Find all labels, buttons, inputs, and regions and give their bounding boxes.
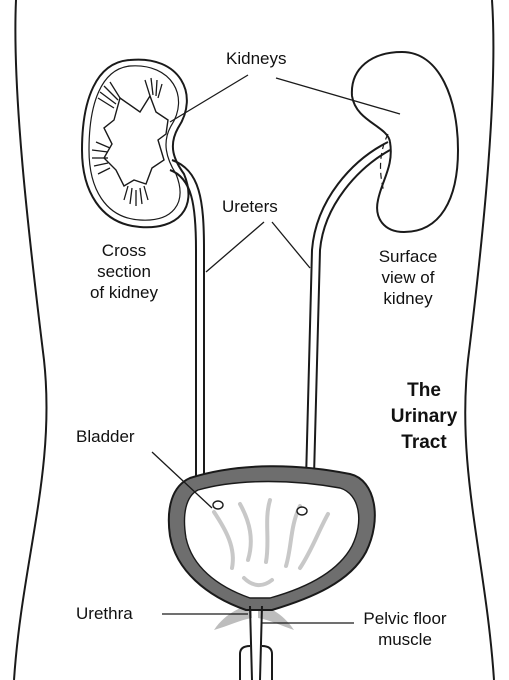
label-surface-view: Surface view of kidney [360, 246, 456, 309]
diagram-title: The Urinary Tract [368, 378, 480, 456]
label-urethra: Urethra [76, 603, 133, 624]
kidney-surface-view [352, 52, 458, 232]
external-genitalia-outline [240, 646, 272, 680]
title-line3: Tract [368, 430, 480, 456]
label-surface-view-line2: view of [360, 267, 456, 288]
label-cross-section-line3: of kidney [74, 282, 174, 303]
label-cross-section-line1: Cross [74, 240, 174, 261]
label-pelvic-floor-line2: muscle [350, 629, 460, 650]
label-pelvic-floor: Pelvic floor muscle [350, 608, 460, 650]
label-ureters: Ureters [222, 196, 278, 217]
label-kidneys: Kidneys [226, 48, 286, 69]
body-outline-left [14, 0, 47, 680]
bladder [169, 466, 375, 610]
label-pelvic-floor-line1: Pelvic floor [350, 608, 460, 629]
label-cross-section-line2: section [74, 261, 174, 282]
label-surface-view-line3: kidney [360, 288, 456, 309]
body-outline-right [465, 0, 494, 680]
title-line1: The [368, 378, 480, 404]
title-line2: Urinary [368, 404, 480, 430]
kidney-cross-section [82, 60, 188, 228]
label-bladder: Bladder [76, 426, 135, 447]
label-surface-view-line1: Surface [360, 246, 456, 267]
label-cross-section: Cross section of kidney [74, 240, 174, 303]
